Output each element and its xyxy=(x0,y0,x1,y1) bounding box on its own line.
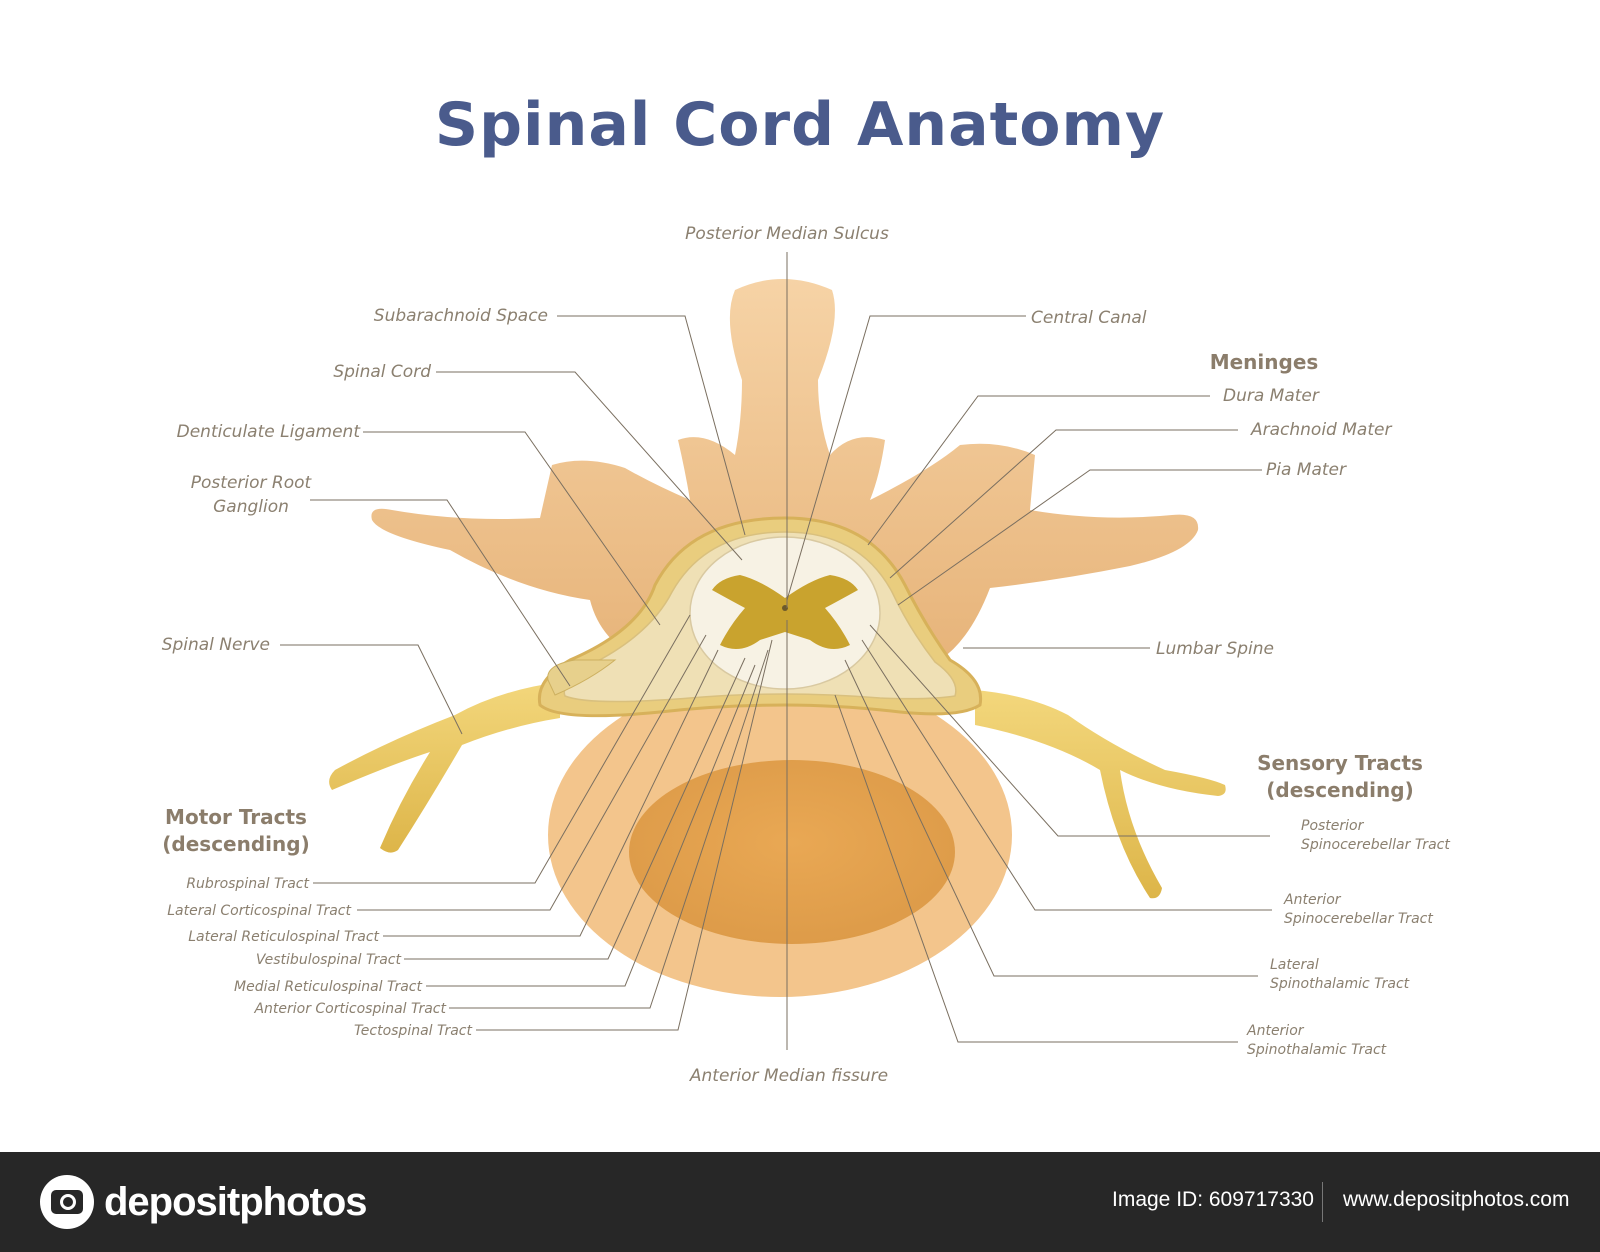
label-tectospinal-tract: Tectospinal Tract xyxy=(354,1023,473,1039)
label-denticulate-ligament: Denticulate Ligament xyxy=(177,422,362,442)
label-lateral-corticospinal-tract: Lateral Corticospinal Tract xyxy=(167,903,351,919)
label-lateral-reticulospinal-tract: Lateral Reticulospinal Tract xyxy=(188,929,379,945)
label-posterior-root-ganglion-line2: Ganglion xyxy=(213,497,289,517)
label-rubrospinal-tract: Rubrospinal Tract xyxy=(186,876,309,892)
label-arachnoid-mater: Arachnoid Mater xyxy=(1250,420,1392,440)
label-subarachnoid-space: Subarachnoid Space xyxy=(374,306,548,326)
label-anterior-median-fissure: Anterior Median fissure xyxy=(689,1066,888,1086)
motor-tracts-heading-line2: (descending) xyxy=(162,832,309,856)
label-posterior-median-sulcus: Posterior Median Sulcus xyxy=(685,224,889,244)
label-lateral-spinothalamic-line1: Lateral xyxy=(1270,957,1319,973)
label-anterior-corticospinal-tract: Anterior Corticospinal Tract xyxy=(253,1001,446,1017)
sensory-tracts-heading-line2: (descending) xyxy=(1266,778,1413,802)
site-url-link[interactable]: www.depositphotos.com xyxy=(1343,1188,1570,1211)
label-dura-mater: Dura Mater xyxy=(1223,386,1320,406)
label-posterior-spinocerebellar-line2: Spinocerebellar Tract xyxy=(1301,837,1450,853)
meninges-heading: Meninges xyxy=(1210,350,1319,374)
image-id: Image ID: 609717330 xyxy=(1112,1188,1314,1211)
label-vestibulospinal-tract: Vestibulospinal Tract xyxy=(256,952,402,968)
label-pia-mater: Pia Mater xyxy=(1266,460,1347,480)
spinal-cord xyxy=(689,536,881,690)
motor-tracts-heading-line1: Motor Tracts xyxy=(165,805,307,829)
label-medial-reticulospinal-tract: Medial Reticulospinal Tract xyxy=(234,979,422,995)
label-anterior-spinocerebellar-line2: Spinocerebellar Tract xyxy=(1284,911,1433,927)
spinal-cord-diagram: Spinal Cord Anatomy xyxy=(162,90,1451,1086)
spinal-nerve-left xyxy=(329,682,560,853)
label-central-canal: Central Canal xyxy=(1031,308,1147,328)
vertebral-arch xyxy=(371,279,1199,660)
label-posterior-spinocerebellar-line1: Posterior xyxy=(1301,818,1365,834)
label-spinal-cord: Spinal Cord xyxy=(333,362,431,382)
label-lumbar-spine: Lumbar Spine xyxy=(1156,639,1274,659)
brand-logo[interactable]: depositphotos xyxy=(40,1174,368,1230)
vertebral-body xyxy=(548,673,1012,997)
spinal-nerve-right xyxy=(975,690,1226,899)
label-anterior-spinocerebellar-line1: Anterior xyxy=(1283,892,1342,908)
brand-name: depositphotos xyxy=(104,1179,368,1224)
leader-lines xyxy=(280,252,1272,1050)
camera-icon xyxy=(40,1175,94,1229)
label-posterior-root-ganglion-line1: Posterior Root xyxy=(191,473,313,493)
page-title: Spinal Cord Anatomy xyxy=(435,90,1165,160)
label-spinal-nerve: Spinal Nerve xyxy=(162,635,270,655)
sensory-tracts-heading-line1: Sensory Tracts xyxy=(1257,751,1423,775)
footer-bar: depositphotos Image ID: 609717330 www.de… xyxy=(0,1152,1600,1252)
label-lateral-spinothalamic-line2: Spinothalamic Tract xyxy=(1270,976,1410,992)
label-anterior-spinothalamic-line2: Spinothalamic Tract xyxy=(1247,1042,1387,1058)
label-anterior-spinothalamic-line1: Anterior xyxy=(1246,1023,1305,1039)
footer-divider xyxy=(1322,1182,1323,1222)
